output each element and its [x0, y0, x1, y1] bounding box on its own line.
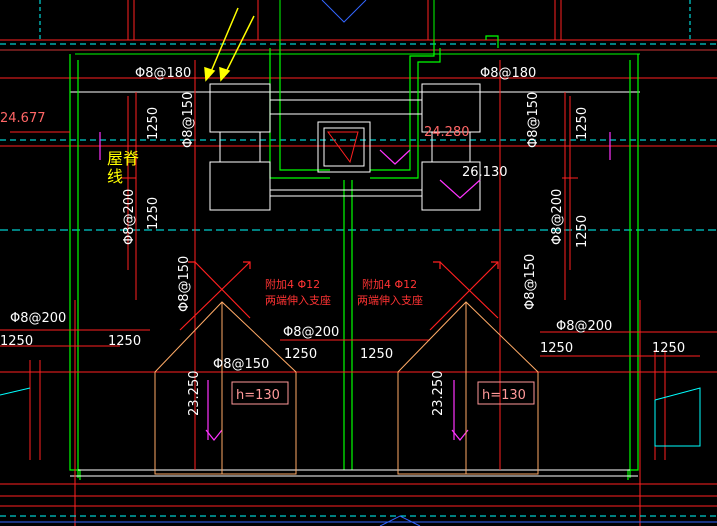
height-label-left: h=130 — [236, 388, 280, 403]
center-vent — [317, 121, 371, 173]
rebar-label-v-left-mid: Φ8@150 — [177, 256, 192, 312]
height-label-right: h=130 — [482, 388, 526, 403]
dim-1250-right-lower: 1250 — [575, 215, 590, 248]
elevation-texts: 24.677 24.280 26.130 23.250 23.250 — [0, 111, 508, 416]
magenta-rebar-marks — [99, 132, 611, 441]
rebar-label-left-outer: Φ8@200 — [10, 311, 66, 326]
dim-1250-left-upper: 1250 — [146, 107, 161, 140]
cyan-details — [0, 387, 717, 517]
bottom-lines — [0, 515, 717, 526]
rebar-label-hip-left: Φ8@150 — [213, 357, 269, 372]
dim-1250-right-upper: 1250 — [575, 107, 590, 140]
rebar-label-center: Φ8@200 — [283, 325, 339, 340]
rebar-label-v-left-upper: Φ8@150 — [181, 92, 196, 148]
dim-1250-bottom-c: 1250 — [284, 347, 317, 362]
ridge-line-label-2: 线 — [107, 167, 123, 186]
rebar-label-v-right-mid: Φ8@150 — [523, 254, 538, 310]
note-texts: 屋脊 线 附加4 Φ12 两端伸入支座 附加4 Φ12 两端伸入支座 h=130… — [107, 149, 526, 403]
red-beam-lines — [0, 60, 717, 526]
elevation-center-right: 26.130 — [462, 165, 508, 180]
dim-1250-bottom-d: 1250 — [360, 347, 393, 362]
elevation-gable-right: 23.250 — [431, 371, 446, 417]
dim-1250-bottom-f: 1250 — [652, 341, 685, 356]
added-bars-note-left-1: 附加4 Φ12 — [265, 277, 320, 291]
rebar-label-v-right-upper: Φ8@150 — [526, 92, 541, 148]
dim-lines — [0, 96, 700, 357]
dim-1250-bottom-b: 1250 — [108, 334, 141, 349]
top-grid-lines — [0, 39, 717, 231]
rebar-label-v-left-lower: Φ8@200 — [122, 189, 137, 245]
added-bars-note-right-1: 附加4 Φ12 — [362, 277, 417, 291]
dim-1250-bottom-a: 1250 — [0, 334, 33, 349]
elevation-left: 24.677 — [0, 111, 46, 126]
rebar-label-right-outer: Φ8@200 — [556, 319, 612, 334]
added-bars-note-right-2: 两端伸入支座 — [357, 293, 423, 307]
added-bars-crosses — [179, 261, 499, 331]
rebar-label-top-left: Φ8@180 — [135, 66, 191, 81]
dimension-texts: 1250 1250 1250 1250 1250 1250 1250 1250 … — [0, 107, 685, 362]
dim-1250-bottom-e: 1250 — [540, 341, 573, 356]
elevation-center: 24.280 — [424, 125, 470, 140]
rebar-label-v-right-lower: Φ8@200 — [550, 189, 565, 245]
elevation-gable-left: 23.250 — [187, 371, 202, 417]
gable-left — [154, 301, 297, 475]
top-stub-lines — [39, 0, 691, 40]
dim-1250-left-lower: 1250 — [146, 197, 161, 230]
gable-right — [397, 301, 539, 475]
rebar-annotations: Φ8@180 Φ8@180 Φ8@150 Φ8@200 Φ8@150 Φ8@20… — [10, 66, 612, 372]
added-bars-note-left-2: 两端伸入支座 — [265, 293, 331, 307]
rebar-label-top-right: Φ8@180 — [480, 66, 536, 81]
yellow-arrows — [204, 7, 255, 82]
ridge-line-label-1: 屋脊 — [107, 149, 139, 168]
